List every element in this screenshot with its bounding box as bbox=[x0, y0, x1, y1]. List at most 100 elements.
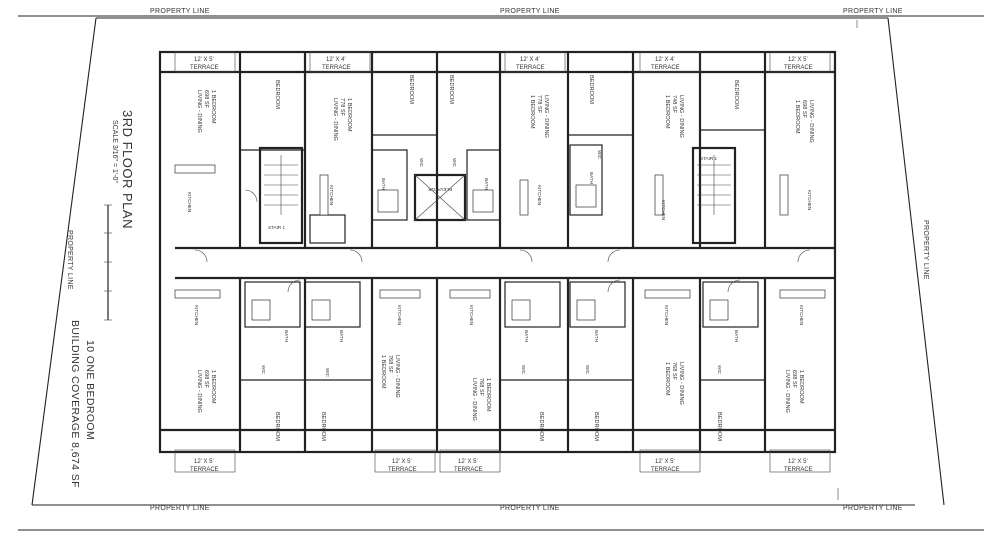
unit-area: 768 SF bbox=[478, 378, 484, 397]
property-line-left: PROPERTY LINE bbox=[66, 230, 73, 290]
building-coverage: BUILDING COVERAGE 8,674 SF bbox=[69, 320, 81, 488]
property-line-bottom-center: PROPERTY LINE bbox=[500, 505, 560, 512]
terrace-dim: 12' X 5' bbox=[655, 459, 675, 465]
bedroom-label: BEDROOM bbox=[274, 412, 280, 441]
living-dining-label: LIVING - DINING bbox=[196, 370, 202, 413]
living-dining-label: LIVING - DINING bbox=[784, 370, 790, 413]
living-dining-label: LIVING - DINING bbox=[543, 95, 549, 138]
bedroom-label: BEDROOM bbox=[588, 75, 594, 104]
unit-summary: 10 ONE BEDROOM bbox=[84, 340, 96, 440]
unit-label-top-2: 1 BEDROOM 778 SF LIVING - DINING bbox=[332, 98, 352, 141]
unit-label-top-3: LIVING - DINING 778 SF 1 BEDROOM bbox=[529, 95, 549, 138]
living-dining-label: LIVING - DINING bbox=[808, 100, 814, 143]
terrace-label: TERRACE bbox=[784, 65, 813, 71]
wic-label: WIC bbox=[521, 365, 526, 375]
terrace-dim: 12' X 5' bbox=[458, 459, 478, 465]
living-dining-label: LIVING - DINING bbox=[678, 362, 684, 405]
door-swings bbox=[194, 189, 811, 293]
kitchen-counters bbox=[174, 164, 826, 299]
living-dining-label: LIVING - DINING bbox=[394, 355, 400, 398]
unit-area: 748 SF bbox=[671, 95, 677, 114]
living-dining-label: LIVING - DINING bbox=[471, 378, 477, 421]
terrace-label: TERRACE bbox=[784, 467, 813, 473]
kitchen-label: KITCHEN bbox=[397, 305, 402, 325]
terrace-label: TERRACE bbox=[454, 467, 483, 473]
terrace-label: TERRACE bbox=[388, 467, 417, 473]
kitchen-label: KITCHEN bbox=[329, 185, 334, 205]
one-bedroom-label: 1 BEDROOM bbox=[210, 370, 216, 404]
terrace-label: TERRACE bbox=[651, 467, 680, 473]
unit-area: 768 SF bbox=[387, 355, 393, 374]
unit-label-bottom-5: 1 BEDROOM 698 SF LIVING - DINING bbox=[784, 370, 804, 413]
terrace-label: TERRACE bbox=[322, 65, 351, 71]
terrace-dim: 12' X 4' bbox=[326, 57, 346, 63]
property-line-top-left: PROPERTY LINE bbox=[150, 8, 210, 15]
one-bedroom-label: 1 BEDROOM bbox=[485, 378, 491, 412]
living-dining-label: LIVING - DINING bbox=[332, 98, 338, 141]
bath-label: BATH bbox=[484, 178, 489, 190]
unit-area: 698 SF bbox=[203, 90, 209, 109]
one-bedroom-label: 1 BEDROOM bbox=[529, 95, 535, 129]
wic-label: WIC bbox=[597, 150, 602, 160]
bedroom-label: BEDROOM bbox=[408, 75, 414, 104]
kitchen-label: KITCHEN bbox=[661, 200, 666, 220]
unit-label-bottom-3: 1 BEDROOM 768 SF LIVING - DINING bbox=[471, 378, 491, 421]
wic-label: WIC bbox=[585, 365, 590, 375]
terrace-dim: 12' X 4' bbox=[655, 57, 675, 63]
kitchen-label: KITCHEN bbox=[807, 190, 812, 210]
stair-left bbox=[258, 146, 304, 245]
unit-label-bottom-1: 1 BEDROOM 698 SF LIVING - DINING bbox=[196, 370, 216, 413]
bath-label: BATH bbox=[284, 330, 289, 342]
unit-label-top-4: LIVING - DINING 748 SF 1 BEDROOM bbox=[664, 95, 684, 138]
scale-bar bbox=[104, 204, 112, 321]
unit-area: 778 SF bbox=[339, 98, 345, 117]
living-dining-label: LIVING - DINING bbox=[196, 90, 202, 133]
living-dining-label: LIVING - DINING bbox=[678, 95, 684, 138]
wic-label: WIC bbox=[261, 365, 266, 375]
one-bedroom-label: 1 BEDROOM bbox=[664, 95, 670, 129]
bath-cores-bottom bbox=[244, 281, 759, 328]
bedroom-label: BEDROOM bbox=[448, 75, 454, 104]
elevator-shaft bbox=[413, 173, 467, 222]
stair-label: STAIR 1 bbox=[268, 225, 285, 230]
bedroom-label: BEDROOM bbox=[716, 412, 722, 441]
building-outline bbox=[158, 50, 837, 454]
unit-label-bottom-2: LIVING - DINING 768 SF 1 BEDROOM bbox=[380, 355, 400, 398]
unit-walls-top bbox=[238, 52, 767, 248]
property-line-top-right: PROPERTY LINE bbox=[843, 8, 903, 15]
bath-label: BATH bbox=[381, 178, 386, 190]
stair-right bbox=[691, 146, 737, 245]
terraces bbox=[174, 51, 831, 473]
kitchen-label: KITCHEN bbox=[194, 305, 199, 325]
one-bedroom-label: 1 BEDROOM bbox=[346, 98, 352, 132]
property-line-right: PROPERTY LINE bbox=[922, 220, 929, 280]
wic-label: WIC bbox=[325, 368, 330, 378]
terrace-dim: 12' X 5' bbox=[194, 57, 214, 63]
lot-boundary bbox=[18, 15, 984, 531]
kitchen-label: KITCHEN bbox=[187, 192, 192, 212]
property-line-top-center: PROPERTY LINE bbox=[500, 8, 560, 15]
stair-label: STAIR 1 bbox=[700, 156, 717, 161]
terrace-dim: 12' X 5' bbox=[788, 459, 808, 465]
one-bedroom-label: 1 BEDROOM bbox=[380, 355, 386, 389]
unit-area: 768 SF bbox=[671, 362, 677, 381]
one-bedroom-label: 1 BEDROOM bbox=[664, 362, 670, 396]
kitchen-label: KITCHEN bbox=[664, 305, 669, 325]
property-line-bottom-right: PROPERTY LINE bbox=[843, 505, 903, 512]
one-bedroom-label: 1 BEDROOM bbox=[798, 370, 804, 404]
bath-label: BATH bbox=[339, 330, 344, 342]
unit-label-bottom-4: LIVING - DINING 768 SF 1 BEDROOM bbox=[664, 362, 684, 405]
bedroom-label: BEDROOM bbox=[593, 412, 599, 441]
bath-label: BATH bbox=[589, 172, 594, 184]
unit-label-top-1: 1 BEDROOM 698 SF LIVING - DINING bbox=[196, 90, 216, 133]
bath-cores-top bbox=[309, 144, 603, 244]
wic-label: WIC bbox=[419, 158, 424, 168]
wic-label: WIC bbox=[452, 158, 457, 168]
terrace-dim: 12' X 5' bbox=[788, 57, 808, 63]
bedroom-label: BEDROOM bbox=[320, 412, 326, 441]
kitchen-label: KITCHEN bbox=[469, 305, 474, 325]
plan-scale: SCALE 3/16" = 1'-0" bbox=[111, 120, 118, 183]
bedroom-label: BEDROOM bbox=[538, 412, 544, 441]
bath-label: BATH bbox=[734, 330, 739, 342]
